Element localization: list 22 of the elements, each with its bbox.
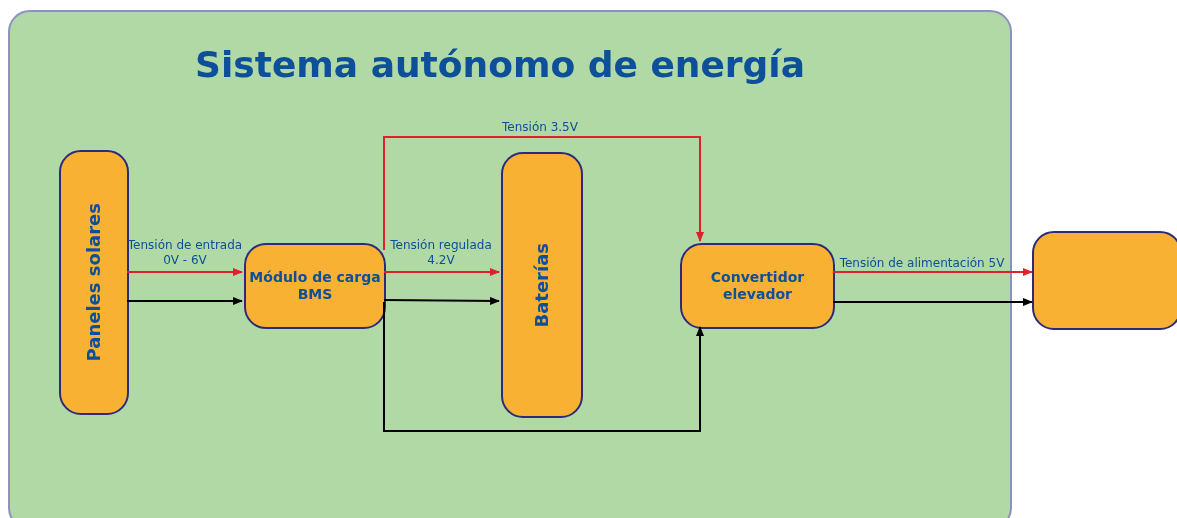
arrow	[383, 136, 704, 251]
diagram-title: Sistema autónomo de energía	[194, 43, 806, 87]
arrow	[126, 268, 243, 276]
edge-label: Tensión de alimentación 5V	[838, 256, 1006, 271]
process-box	[1032, 231, 1177, 330]
process-box	[59, 150, 129, 415]
arrow	[832, 268, 1033, 276]
process-box	[680, 243, 835, 329]
arrow	[383, 301, 704, 432]
box-text: Baterías	[530, 242, 553, 328]
edge-label: Tensión regulada 4.2V	[389, 238, 493, 268]
edge-label: Tensión 3.5V	[501, 120, 579, 135]
process-box	[501, 152, 583, 418]
arrow	[383, 268, 500, 276]
system-panel	[8, 10, 1012, 518]
process-box	[244, 243, 386, 329]
arrow	[383, 296, 500, 305]
arrow	[126, 297, 243, 305]
arrow	[832, 298, 1033, 306]
box-text: Módulo de carga BMS	[248, 268, 382, 304]
box-text: Paneles solares	[82, 203, 105, 362]
box-text: Convertidor elevador	[709, 268, 806, 304]
